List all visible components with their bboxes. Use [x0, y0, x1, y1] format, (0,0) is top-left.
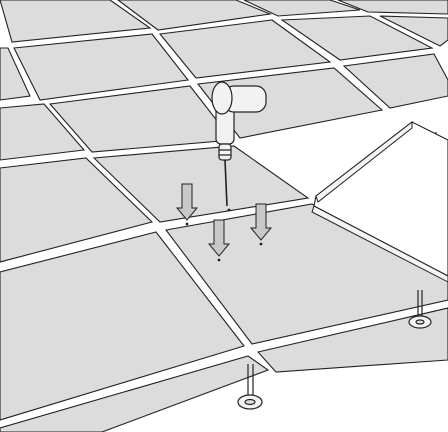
floor-panel: [338, 0, 448, 14]
